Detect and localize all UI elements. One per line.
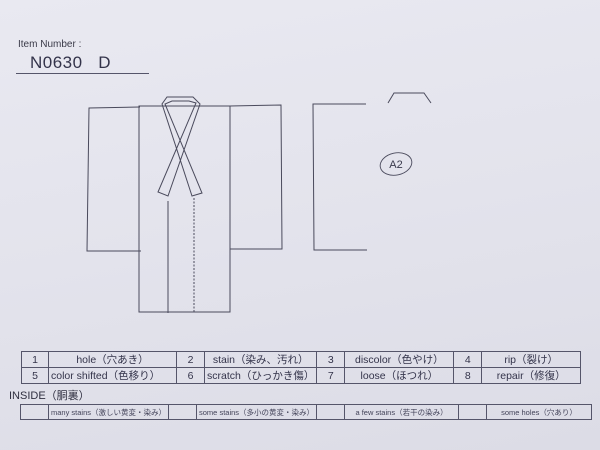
legend-num: 4 — [453, 351, 483, 368]
legend-label: stain（染み、汚れ） — [203, 351, 318, 368]
legend-num: 6 — [176, 367, 205, 384]
legend-num: 2 — [176, 351, 205, 368]
kimono-back-icon: points="454,103 506,103 511,247 459,248"… — [312, 92, 432, 251]
inside-label: many stains（激しい黄変・染み） — [47, 404, 170, 420]
inside-condition-table: many stains（激しい黄変・染み） some stains（多小の黄変・… — [20, 404, 592, 420]
inside-checkbox-some-stains[interactable] — [168, 404, 198, 420]
inside-checkbox-some-holes[interactable] — [458, 404, 488, 420]
legend-num: 1 — [21, 351, 49, 368]
inside-checkbox-many-stains[interactable] — [20, 404, 49, 420]
legend-label: scratch（ひっかき傷） — [203, 367, 318, 384]
legend-label: loose（ほつれ） — [344, 367, 455, 384]
inside-label: some stains（多小の黄変・染み） — [196, 404, 318, 420]
defect-legend-table: 1 hole（穴あき） 2 stain（染み、汚れ） 3 discolor（色や… — [21, 351, 581, 384]
legend-label: color shifted（色移り） — [48, 367, 177, 384]
item-number-label: Item Number : — [18, 39, 82, 50]
inside-row: many stains（激しい黄変・染み） some stains（多小の黄変・… — [20, 404, 592, 420]
legend-num: 5 — [21, 367, 49, 384]
legend-label: rip（裂け） — [481, 351, 581, 368]
inside-label: some holes（穴あり） — [486, 404, 592, 420]
legend-row: 1 hole（穴あき） 2 stain（染み、汚れ） 3 discolor（色や… — [21, 351, 581, 368]
legend-row: 5 color shifted（色移り） 6 scratch（ひっかき傷） 7 … — [21, 367, 581, 384]
legend-label: hole（穴あき） — [48, 351, 177, 368]
inside-section-title: INSIDE（胴裏） — [9, 390, 90, 402]
kimono-front-icon — [86, 96, 283, 313]
annotation-text: A2 — [389, 159, 402, 171]
legend-label: repair（修復） — [481, 367, 581, 384]
legend-num: 7 — [316, 367, 346, 384]
legend-label: discolor（色やけ） — [344, 351, 455, 368]
item-number-underline — [16, 73, 149, 74]
item-number-value: N0630 D — [30, 53, 112, 72]
annotation-a2: A2 — [379, 152, 413, 176]
inside-label: a few stains（若干の染み） — [344, 404, 460, 420]
legend-num: 3 — [316, 351, 346, 368]
legend-num: 8 — [453, 367, 483, 384]
inside-checkbox-few-stains[interactable] — [316, 404, 346, 420]
